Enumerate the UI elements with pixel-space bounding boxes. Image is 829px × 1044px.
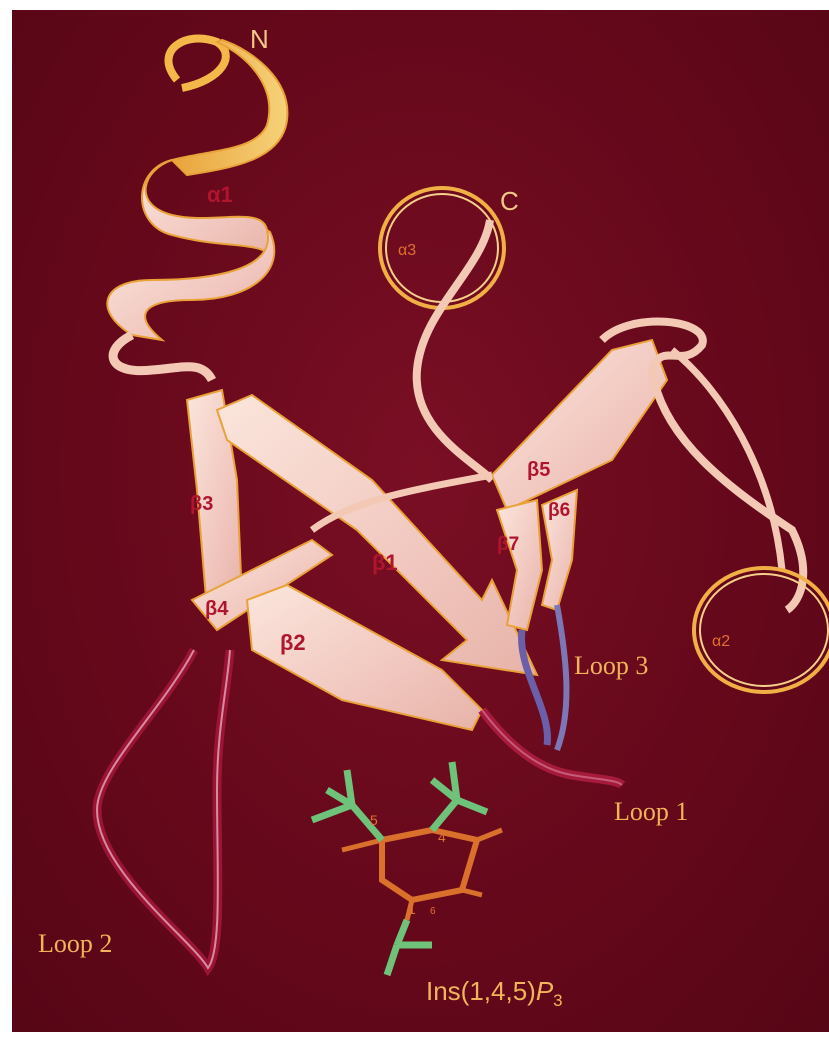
ligand-name-label: Ins(1,4,5)P3 [426, 976, 563, 1010]
ligand-atom-4: 4 [438, 829, 446, 845]
loop3-label: Loop 3 [574, 651, 648, 680]
loop3-coil-2 [557, 605, 566, 750]
ligand-name-base: Ins(1,4,5) [426, 976, 536, 1006]
strand-beta5 [492, 340, 667, 510]
strand-beta6-label: β6 [548, 500, 570, 521]
loop2-label: Loop 2 [38, 929, 112, 958]
protein-structure-figure: N C α1 α3 α2 β1 β2 β3 β4 β5 β6 β7 Loop 3… [12, 10, 829, 1032]
strand-beta4-label: β4 [205, 598, 229, 620]
ligand-atom-5: 5 [370, 812, 378, 828]
strand-beta5-label: β5 [527, 459, 550, 481]
ligand-ins145p3 [312, 762, 502, 975]
loop3-coil [522, 630, 548, 745]
c-terminus-label: C [500, 186, 519, 216]
loop1-coil [482, 710, 622, 785]
strand-beta1-label: β1 [372, 550, 398, 575]
strand-beta2-label: β2 [280, 630, 306, 655]
loop1-label: Loop 1 [614, 797, 688, 826]
helix-alpha2-label: α2 [712, 633, 730, 650]
strand-beta7-label: β7 [497, 534, 519, 555]
strand-beta3-label: β3 [190, 493, 213, 515]
ligand-atom-1: 1 [408, 901, 416, 917]
helix-alpha1-label: α1 [207, 182, 233, 207]
helix-alpha3 [380, 188, 504, 480]
ligand-name-p: P [536, 976, 554, 1006]
ligand-name-sub: 3 [553, 991, 562, 1010]
ribbon-diagram: N C α1 α3 α2 β1 β2 β3 β4 β5 β6 β7 Loop 3… [12, 10, 829, 1032]
ligand-atom-6: 6 [430, 906, 436, 917]
helix-alpha3-label: α3 [398, 242, 416, 259]
helix-alpha1 [107, 38, 287, 380]
n-terminus-label: N [250, 24, 269, 54]
coil-to-alpha2-2 [672, 350, 782, 570]
helix-alpha2 [694, 568, 829, 692]
